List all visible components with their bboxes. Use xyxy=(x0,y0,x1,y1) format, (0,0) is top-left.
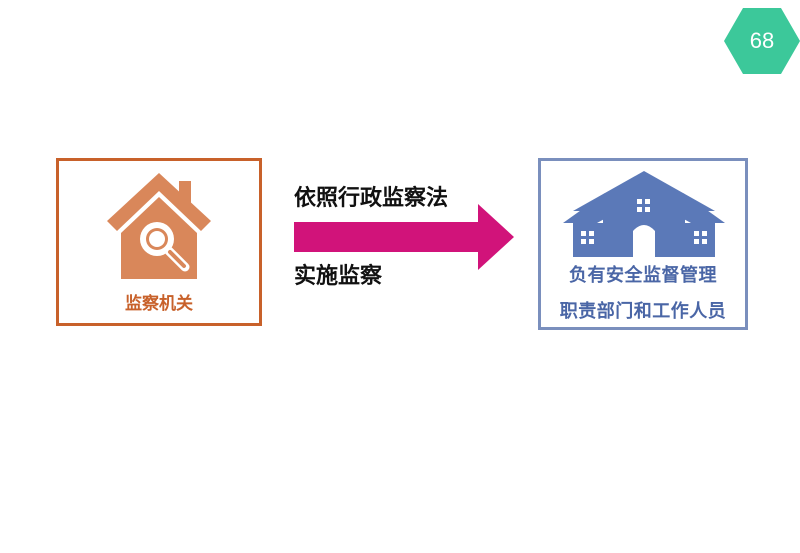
supervision-authority-box: 监察机关 xyxy=(56,158,262,326)
page-number-badge: 68 xyxy=(724,8,800,74)
left-box-label: 监察机关 xyxy=(125,294,193,314)
right-box-label-line2: 职责部门和工作人员 xyxy=(559,301,727,322)
arrow-top-text: 依照行政监察法 xyxy=(294,186,449,211)
right-box-label-line1: 负有安全监督管理 xyxy=(569,265,717,286)
house-icon xyxy=(563,171,725,257)
arrow-bottom-text: 实施监察 xyxy=(294,264,383,289)
regulated-department-box: 负有安全监督管理 职责部门和工作人员 xyxy=(538,158,748,330)
right-arrow-icon xyxy=(294,204,514,270)
page-number: 68 xyxy=(749,28,775,53)
house-magnifier-icon xyxy=(107,173,211,279)
hexagon-shape xyxy=(724,8,800,74)
